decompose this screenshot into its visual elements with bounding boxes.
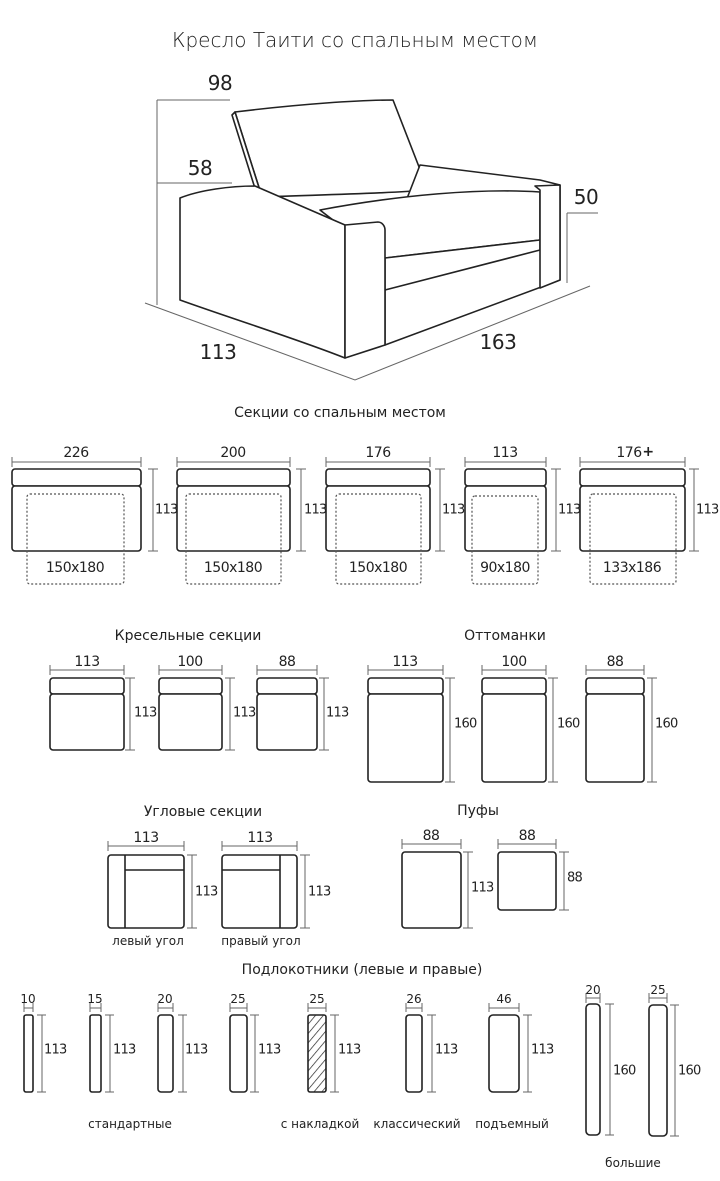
armrest-length: 113 bbox=[338, 1042, 361, 1058]
left-arm-side bbox=[179, 185, 346, 359]
armrest-length: 160 bbox=[613, 1063, 636, 1079]
armrest-width: 25 bbox=[309, 992, 325, 1006]
armrest-length: 160 bbox=[678, 1063, 701, 1079]
armrest-length: 113 bbox=[113, 1042, 136, 1058]
corner-right-caption: правый угол bbox=[221, 934, 301, 948]
armrest-length: 113 bbox=[531, 1042, 554, 1058]
berth-size: 133x186 bbox=[602, 560, 662, 576]
armrest-caption-overlay: с накладкой bbox=[280, 1117, 360, 1131]
berth-size: 150x180 bbox=[45, 560, 105, 576]
armchair-drawing bbox=[144, 99, 598, 381]
armrest-caption-standard: стандартные bbox=[88, 1117, 172, 1131]
corner-section-width: 113 bbox=[247, 830, 273, 846]
chair-width: 163 bbox=[479, 330, 517, 354]
armrest-caption-lifting: подъемный bbox=[475, 1117, 549, 1131]
sleeping-section-width-suffix: + bbox=[642, 444, 654, 460]
armrest-length: 113 bbox=[44, 1042, 67, 1058]
berth-size: 150x180 bbox=[203, 560, 263, 576]
corner-sections-drawing bbox=[107, 841, 310, 929]
right-arm bbox=[534, 184, 561, 289]
height-dimension-lines bbox=[156, 99, 232, 305]
armchair-section-depth: 113 bbox=[233, 705, 256, 721]
left-arm-front bbox=[344, 221, 386, 359]
pouf-width: 88 bbox=[422, 828, 440, 844]
ottoman-depth: 160 bbox=[454, 716, 477, 732]
ottomans-title: Оттоманки bbox=[464, 628, 546, 644]
sleeping-section-3 bbox=[325, 457, 445, 585]
sleeping-section-width: 113 bbox=[492, 445, 518, 461]
ottoman-depth: 160 bbox=[557, 716, 580, 732]
sleeping-section-depth: 113 bbox=[696, 502, 719, 518]
sleeping-section-5 bbox=[579, 457, 699, 585]
back-cushion bbox=[234, 99, 429, 198]
ottomans-drawing bbox=[367, 665, 657, 783]
sleeping-section-depth: 113 bbox=[155, 502, 178, 518]
armchair-section-width: 100 bbox=[177, 654, 203, 670]
armrest-width: 20 bbox=[157, 992, 173, 1006]
armrest-width: 15 bbox=[87, 992, 103, 1006]
armrest-width: 25 bbox=[650, 983, 666, 997]
sleeping-section-depth: 113 bbox=[558, 502, 581, 518]
armchair-sections-drawing bbox=[49, 665, 329, 751]
poufs-title: Пуфы bbox=[457, 803, 499, 819]
armchair-section-width: 113 bbox=[74, 654, 100, 670]
sleeping-section-width: 176 bbox=[365, 445, 391, 461]
armrest-length: 113 bbox=[435, 1042, 458, 1058]
corner-section-width: 113 bbox=[133, 830, 159, 846]
sleeping-section-2 bbox=[176, 457, 306, 585]
base-dimension-lines bbox=[144, 285, 591, 381]
arm-height-dimension-line bbox=[566, 212, 598, 283]
ottoman-width: 113 bbox=[392, 654, 418, 670]
overlay-armrest-hatched bbox=[307, 1014, 327, 1093]
berth-size: 90x180 bbox=[480, 560, 530, 576]
corner-left-caption: левый угол bbox=[112, 934, 184, 948]
berth-size: 150x180 bbox=[348, 560, 408, 576]
sleeping-section-width: 176 bbox=[616, 445, 642, 461]
armrest-width: 46 bbox=[496, 992, 512, 1006]
sleeping-sections-title: Секции со спальным местом bbox=[234, 405, 446, 421]
armchair-section-depth: 113 bbox=[134, 705, 157, 721]
chair-seat-height: 58 bbox=[187, 156, 213, 180]
armrest-length: 113 bbox=[258, 1042, 281, 1058]
sleeping-sections-drawing bbox=[11, 457, 699, 585]
corner-section-depth: 113 bbox=[308, 884, 331, 900]
chair-arm-height: 50 bbox=[573, 185, 599, 209]
armrests-drawing bbox=[23, 993, 679, 1137]
armchair-sections-title: Кресельные секции bbox=[114, 628, 262, 644]
pouf-depth: 88 bbox=[567, 870, 583, 886]
sleeping-section-depth: 113 bbox=[304, 502, 327, 518]
corner-section-depth: 113 bbox=[195, 884, 218, 900]
armrest-caption-large: большие bbox=[605, 1156, 661, 1170]
sleeping-section-1 bbox=[11, 457, 158, 585]
armchair-section-width: 88 bbox=[278, 654, 296, 670]
armrests-title: Подлокотники (левые и правые) bbox=[241, 962, 483, 978]
armrest-width: 20 bbox=[585, 983, 601, 997]
chair-depth: 113 bbox=[199, 340, 237, 364]
armrest-width: 26 bbox=[406, 992, 422, 1006]
sleeping-section-4 bbox=[464, 457, 561, 585]
poufs-drawing bbox=[401, 839, 569, 929]
sleeping-section-width: 200 bbox=[220, 445, 246, 461]
armrest-length: 113 bbox=[185, 1042, 208, 1058]
ottoman-width: 88 bbox=[606, 654, 624, 670]
armrest-caption-classic: классический bbox=[373, 1117, 461, 1131]
armrest-width: 25 bbox=[230, 992, 246, 1006]
sleeping-section-depth: 113 bbox=[442, 502, 465, 518]
armrest-width: 10 bbox=[20, 992, 36, 1006]
corner-sections-title: Угловые секции bbox=[143, 804, 263, 820]
page-title: Кресло Таити со спальным местом bbox=[171, 28, 539, 52]
pouf-width: 88 bbox=[518, 828, 536, 844]
sleeping-section-width: 226 bbox=[63, 445, 89, 461]
chair-total-height: 98 bbox=[207, 71, 233, 95]
ottoman-depth: 160 bbox=[655, 716, 678, 732]
armchair-section-depth: 113 bbox=[326, 705, 349, 721]
ottoman-width: 100 bbox=[501, 654, 527, 670]
pouf-depth: 113 bbox=[471, 880, 494, 896]
